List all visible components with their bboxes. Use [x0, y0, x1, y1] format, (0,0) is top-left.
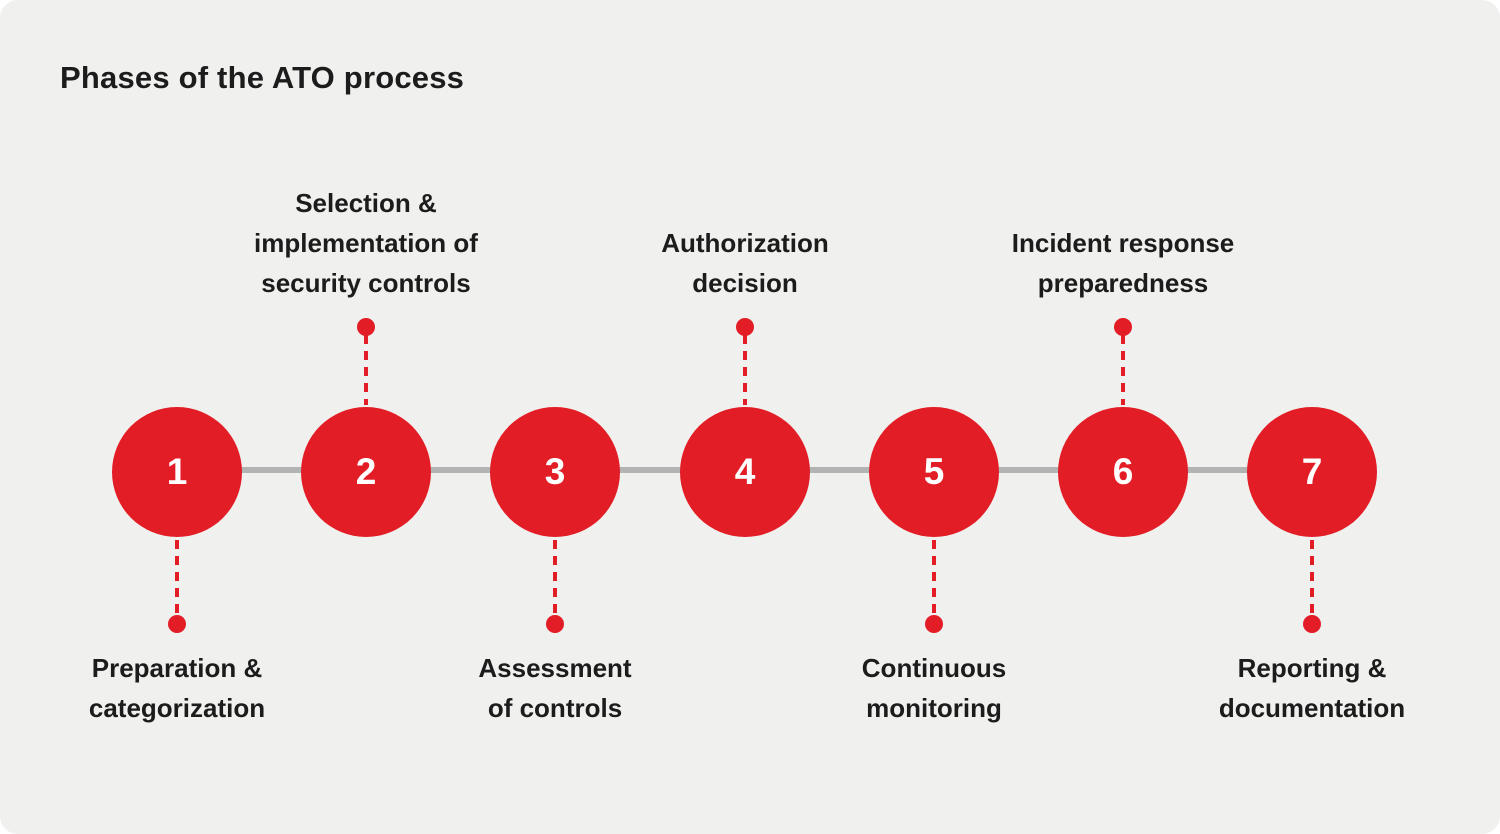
connector-dot [357, 318, 375, 336]
phase-label: Preparation & categorization [88, 653, 266, 723]
phase-circle-2: 2 [301, 407, 431, 537]
phase-circle-1: 1 [112, 407, 242, 537]
phase-label: Authorization decision [661, 228, 829, 298]
phase-label: Assessment of controls [478, 653, 632, 723]
connector-dot [1114, 318, 1132, 336]
dotted-connector [743, 335, 747, 405]
dotted-connector [175, 540, 179, 614]
phase-circle-7: 7 [1247, 407, 1377, 537]
phase-label: Continuous monitoring [861, 653, 1007, 723]
dotted-connector [1310, 540, 1314, 614]
phase-number: 7 [1301, 451, 1323, 492]
phase-label: Incident response preparedness [1011, 228, 1235, 298]
phase-number: 4 [734, 451, 756, 492]
phase-label: Selection & implementation of security c… [254, 188, 478, 298]
phase-number: 1 [166, 451, 188, 492]
phase-number: 2 [355, 451, 377, 492]
phase-circle-6: 6 [1058, 407, 1188, 537]
phase-circle-5: 5 [869, 407, 999, 537]
dotted-connector [1121, 335, 1125, 405]
dotted-connector [932, 540, 936, 614]
connector-dot [736, 318, 754, 336]
phase-number: 3 [544, 451, 566, 492]
connector-dot [168, 615, 186, 633]
phase-label: Reporting & documentation [1218, 653, 1406, 723]
phase-number: 5 [923, 451, 945, 492]
connector-dot [925, 615, 943, 633]
dotted-connector [553, 540, 557, 614]
page-title: Phases of the ATO process [60, 60, 465, 95]
phase-circle-3: 3 [490, 407, 620, 537]
dotted-connector [364, 335, 368, 405]
connector-dot [1303, 615, 1321, 633]
connector-dot [546, 615, 564, 633]
phase-number: 6 [1112, 451, 1134, 492]
phase-circle-4: 4 [680, 407, 810, 537]
